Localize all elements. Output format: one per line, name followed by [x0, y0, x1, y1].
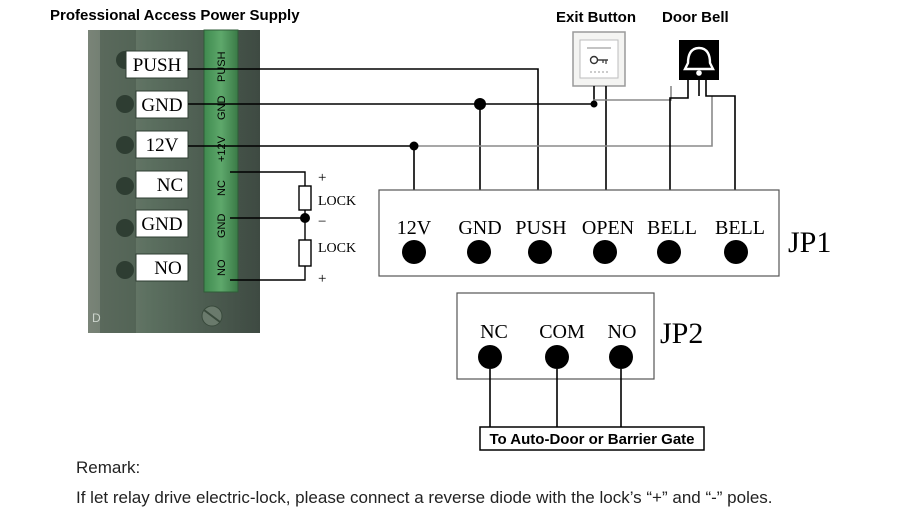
jp1-pin-gnd: GND: [458, 217, 501, 239]
exit-gnd-junction: [590, 100, 598, 108]
jp2-terminal-com: [545, 345, 569, 369]
jp2-pin-no: NO: [608, 321, 637, 343]
terminal-gnd-2: GND: [141, 214, 182, 235]
jp1-pin-12v: 12V: [397, 217, 432, 239]
board-label-gnd-2: GND: [216, 214, 228, 239]
exit-button-icon: [572, 31, 626, 87]
terminal-push: PUSH: [133, 55, 182, 76]
jp2-block: NC COM NO: [456, 292, 655, 380]
jp2-label: JP2: [660, 317, 703, 350]
jp1-terminal-open: [593, 240, 617, 264]
jp1-terminal-gnd: [467, 240, 491, 264]
jp1-pin-push: PUSH: [515, 217, 566, 239]
jp1-pin-bell-1: BELL: [647, 217, 697, 239]
jp1-pin-open: OPEN: [582, 217, 634, 239]
remark-heading: Remark:: [76, 458, 141, 477]
terminal-gnd: GND: [141, 95, 182, 116]
jp1-terminal-bell-1: [657, 240, 681, 264]
jp1-block: 12V GND PUSH OPEN BELL BELL: [378, 189, 780, 277]
lock-plus-top: +: [318, 170, 326, 186]
door-bell-label: Door Bell: [662, 9, 729, 26]
board-corner-mark: D: [92, 311, 101, 325]
jp1-terminal-push: [528, 240, 552, 264]
lock-label-bottom: LOCK: [318, 241, 356, 256]
diagram-title: Professional Access Power Supply: [50, 7, 300, 24]
lock-junction: [300, 213, 310, 223]
lock-circuit: [230, 171, 312, 281]
jp1-terminal-bell-2: [724, 240, 748, 264]
board-vertical-labels: PUSH GND +12V NC GND NO: [216, 51, 228, 276]
jp2-output-wires: [489, 369, 622, 427]
terminal-12v: 12V: [146, 135, 179, 156]
lock-label-top: LOCK: [318, 194, 356, 209]
bell-icon: [679, 40, 719, 80]
board-label-gnd: GND: [216, 96, 228, 121]
terminal-no: NO: [154, 258, 181, 279]
board-label-nc: NC: [216, 180, 228, 196]
remark-text: If let relay drive electric-lock, please…: [76, 488, 773, 507]
jp1-pin-bell-2: BELL: [715, 217, 765, 239]
power-supply-board: D: [88, 29, 260, 333]
gnd-junction: [474, 98, 486, 110]
exit-button-label: Exit Button: [556, 9, 636, 26]
terminal-nc: NC: [157, 175, 183, 196]
board-label-12v: +12V: [216, 135, 228, 162]
lock-plus-bottom: +: [318, 271, 326, 287]
jp1-terminal-12v: [402, 240, 426, 264]
jp2-pin-nc: NC: [480, 321, 508, 343]
board-label-push: PUSH: [216, 51, 228, 82]
jp2-terminal-nc: [478, 345, 502, 369]
terminal-labels: PUSH GND 12V NC GND NO: [125, 50, 189, 282]
jp2-pin-com: COM: [539, 321, 585, 343]
jp1-label: JP1: [788, 226, 831, 259]
board-label-no: NO: [216, 259, 228, 276]
auto-door-label: To Auto-Door or Barrier Gate: [489, 431, 694, 448]
auto-door-box: [479, 426, 705, 451]
jp2-terminal-no: [609, 345, 633, 369]
lock-minus: −: [318, 214, 326, 230]
v12-junction: [409, 141, 419, 151]
